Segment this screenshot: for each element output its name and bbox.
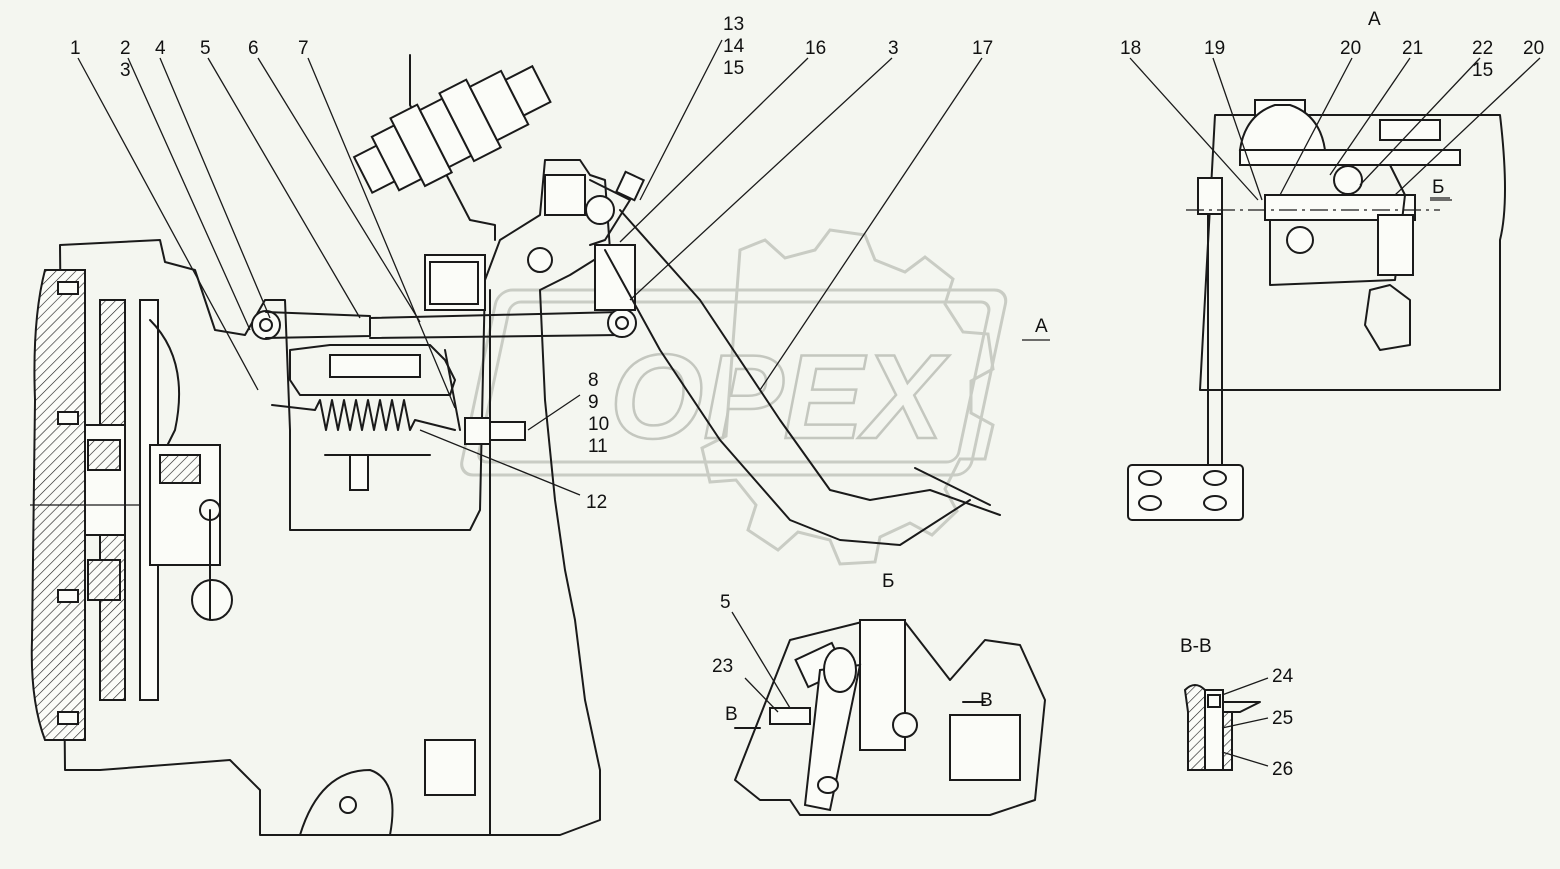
callout-20a: 20 xyxy=(1340,38,1361,59)
leader-lines xyxy=(77,39,1541,767)
lower-bracket xyxy=(424,739,476,796)
cut-label-1: В xyxy=(725,704,738,725)
view-b-label: Б xyxy=(882,571,894,592)
rod-7 xyxy=(369,311,621,339)
callout-25: 25 xyxy=(1272,708,1293,729)
callout-17: 17 xyxy=(972,38,993,59)
callout-15: 15 xyxy=(723,58,744,79)
callout-15b: 15 xyxy=(1472,60,1493,81)
callout-26: 26 xyxy=(1272,759,1293,780)
watermark-frame xyxy=(460,288,1008,477)
callout-22: 22 xyxy=(1472,38,1493,59)
callout-23: 23 xyxy=(712,656,733,677)
callout-2: 2 xyxy=(120,38,131,59)
watermark-text: OPEX xyxy=(610,330,950,464)
main-view xyxy=(30,54,1001,836)
callout-13: 13 xyxy=(723,14,744,35)
callout-7: 7 xyxy=(298,38,309,59)
callout-5b: 5 xyxy=(720,592,731,613)
section-b-b xyxy=(1183,684,1261,771)
pivot-bolt xyxy=(527,247,553,273)
clutch-housing xyxy=(59,159,611,836)
callout-4: 4 xyxy=(155,38,166,59)
callout-11: 11 xyxy=(588,436,608,457)
callout-1: 1 xyxy=(70,38,81,59)
master-cylinder-boot xyxy=(352,64,552,195)
view-a xyxy=(1127,99,1506,521)
callout-10: 10 xyxy=(588,414,609,435)
callout-5: 5 xyxy=(200,38,211,59)
callout-14: 14 xyxy=(723,36,745,57)
cut-label-2: В xyxy=(980,690,993,711)
callout-8: 8 xyxy=(588,370,599,391)
rod-4 xyxy=(265,311,371,339)
callout-12: 12 xyxy=(586,492,607,513)
watermark: OPEX xyxy=(460,228,1008,566)
callout-20b: 20 xyxy=(1523,38,1544,59)
spring-bracket xyxy=(289,344,456,396)
adjust-bolt xyxy=(349,454,369,491)
view-b xyxy=(734,619,1046,816)
callout-24: 24 xyxy=(1272,666,1294,687)
fork-pivot xyxy=(191,579,233,621)
view-b-arrow-label: Б xyxy=(1432,177,1444,198)
pedal-arm xyxy=(619,209,1001,516)
return-spring xyxy=(271,399,456,431)
callout-3b: 3 xyxy=(888,38,899,59)
callout-numbers: 1 2 3 4 5 6 7 13 14 15 16 3 17 8 9 10 11… xyxy=(70,14,1544,780)
callout-9: 9 xyxy=(588,392,599,413)
section-label: В-В xyxy=(1180,636,1212,657)
callout-21: 21 xyxy=(1402,38,1423,59)
view-a-housing xyxy=(1199,114,1506,391)
callout-3: 3 xyxy=(120,60,131,81)
callout-18: 18 xyxy=(1120,38,1141,59)
callout-16: 16 xyxy=(805,38,826,59)
view-a-label: А xyxy=(1368,9,1381,30)
callout-19: 19 xyxy=(1204,38,1225,59)
callout-6: 6 xyxy=(248,38,259,59)
view-a-arrow-label: А xyxy=(1035,316,1048,337)
